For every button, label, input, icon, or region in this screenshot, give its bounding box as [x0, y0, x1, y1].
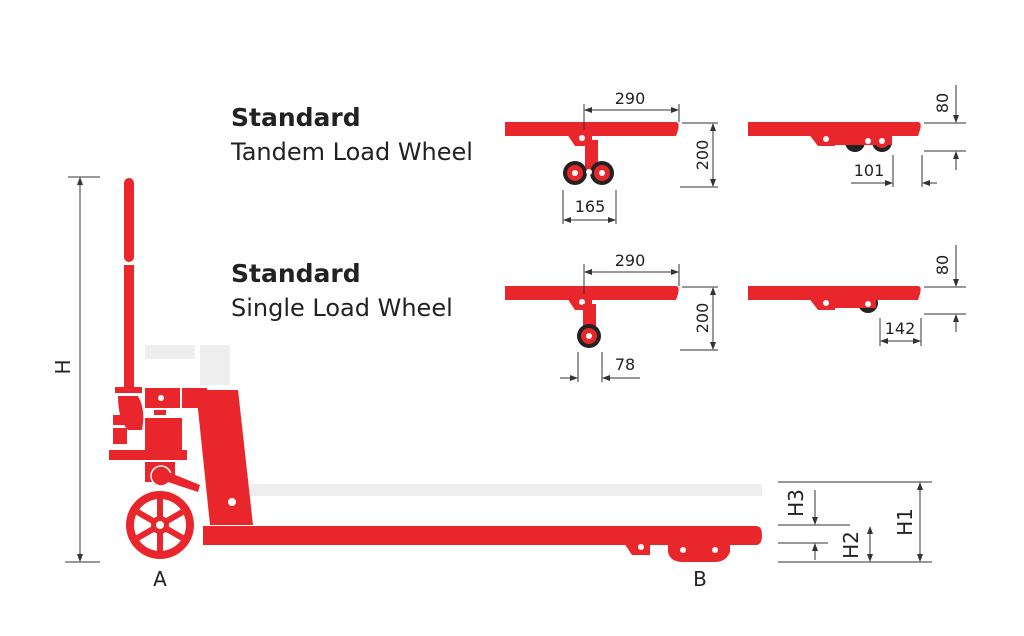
tandem-lowered-dimensions: 80 101: [851, 85, 966, 187]
fork-height-dimensions: H1 H3 H2: [778, 481, 932, 563]
single-dim-200: 200: [693, 303, 712, 334]
pallet-truck-ghost: [145, 345, 762, 496]
single-dim-290: 290: [615, 251, 646, 270]
point-a-label: A: [153, 567, 167, 591]
single-lowered-dimensions: 80 142: [879, 245, 966, 346]
tandem-subtitle: Tandem Load Wheel: [230, 138, 473, 166]
steering-wheel-a: [126, 491, 194, 559]
single-title: Standard: [231, 259, 361, 288]
tandem-dimensions: 290 200 165: [562, 89, 718, 224]
tandem-dim-200: 200: [693, 140, 712, 171]
single-subtitle: Single Load Wheel: [231, 294, 453, 322]
single-dim-142: 142: [885, 319, 916, 338]
h1-label: H1: [893, 508, 917, 536]
single-dimensions: 290 200 78: [560, 251, 718, 382]
tandem-dim-101: 101: [854, 161, 885, 180]
h3-label: H3: [784, 489, 808, 517]
height-label: H: [51, 359, 75, 374]
pallet-truck: [109, 178, 762, 562]
tandem-dim-290: 290: [615, 89, 646, 108]
h2-label: H2: [839, 531, 863, 559]
tandem-fork-lowered-view: [748, 122, 921, 152]
tandem-fork-side-view: [505, 122, 679, 185]
tandem-title: Standard: [231, 103, 361, 132]
height-dimension: H: [51, 176, 100, 563]
single-fork-side-view: [505, 286, 679, 348]
tandem-dim-165: 165: [575, 197, 606, 216]
single-dim-78: 78: [615, 355, 635, 374]
tandem-dim-80: 80: [933, 93, 952, 113]
point-b-label: B: [693, 567, 707, 591]
single-fork-lowered-view: [748, 286, 921, 313]
single-dim-80: 80: [933, 255, 952, 275]
